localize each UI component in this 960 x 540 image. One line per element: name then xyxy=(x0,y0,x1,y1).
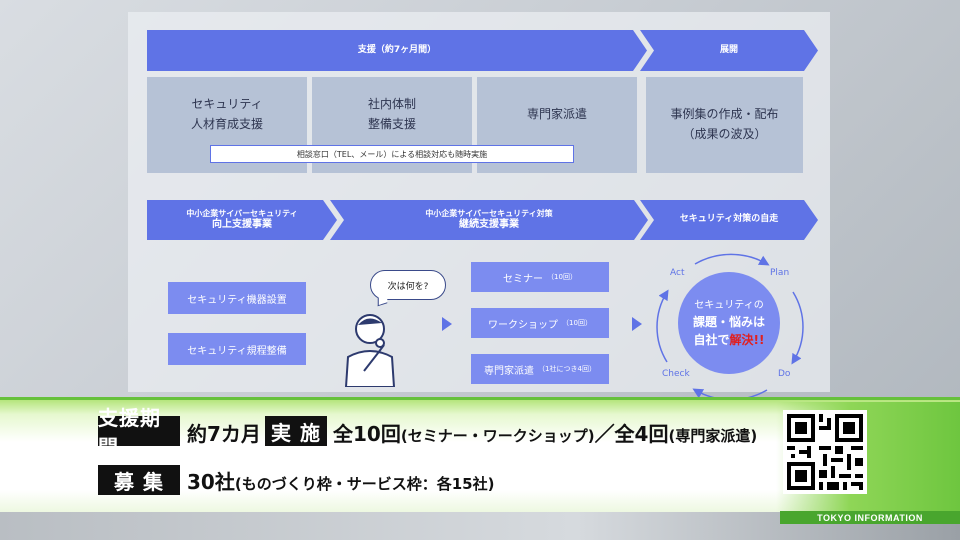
box-line: 事例集の作成・配布 xyxy=(670,107,779,122)
recruit-paren: (ものづくり枠・サービス枠：各15社) xyxy=(234,475,495,493)
qr-pattern xyxy=(783,410,867,494)
value-period: 約7カ月 xyxy=(187,422,261,446)
box-note: （1社につき4回） xyxy=(538,365,596,373)
thinking-person-icon xyxy=(344,314,396,387)
phase-support-arrow: 支援（約7ヶ月間） xyxy=(147,30,647,71)
box-line: 人材育成支援 xyxy=(190,117,263,131)
box-label: セミナー xyxy=(503,273,544,285)
exec-slash: ／全4回 xyxy=(594,422,669,446)
phase-big-label: 継続支援事業 xyxy=(458,218,519,230)
box-expert: 専門家派遣（1社につき4回） xyxy=(471,354,609,384)
phase-improvement-arrow: 中小企業サイバーセキュリティ向上支援事業 xyxy=(147,200,337,240)
pdca-line1: セキュリティの xyxy=(694,299,764,311)
exec-main1: 全10回 xyxy=(333,422,401,446)
box-security-device: セキュリティ機器設置 xyxy=(168,282,306,314)
phase-support-label: 支援（約7ヶ月間） xyxy=(357,44,437,55)
label-exec: 実 施 xyxy=(265,416,327,446)
exec-paren1: (セミナー・ワークショップ) xyxy=(400,427,595,445)
box-casebook: 事例集の作成・配布 （成果の波及） xyxy=(646,77,803,173)
exec-paren2: (専門家派遣) xyxy=(668,427,758,445)
box-line: 専門家派遣 xyxy=(526,107,587,122)
label-recruit: 募 集 xyxy=(98,465,180,495)
box-workshop: ワークショップ（10回） xyxy=(471,308,609,338)
recruit-main: 30社 xyxy=(187,470,235,494)
phase-deploy-arrow: 展開 xyxy=(640,30,818,71)
value-recruit: 30社(ものづくり枠・サービス枠：各15社) xyxy=(187,466,494,495)
box-label: ワークショップ xyxy=(488,319,559,331)
box-seminar: セミナー（10回） xyxy=(471,262,609,292)
arrow-right-icon xyxy=(632,317,642,331)
phase-selfrun-label: セキュリティ対策の自走 xyxy=(679,214,779,225)
arrow-right-icon xyxy=(442,317,452,331)
box-note: （10回） xyxy=(547,273,577,281)
box-note: （10回） xyxy=(562,319,592,327)
qr-code-icon[interactable] xyxy=(783,410,867,494)
phase-big-label: 向上支援事業 xyxy=(211,218,272,230)
phase-continuation-arrow: 中小企業サイバーセキュリティ対策継続支援事業 xyxy=(330,200,648,240)
box-line: 整備支援 xyxy=(367,117,416,131)
tokyo-information-tag: TOKYO INFORMATION xyxy=(780,511,960,524)
phase-selfrun-arrow: セキュリティ対策の自走 xyxy=(640,200,818,240)
phase-small-label: 中小企業サイバーセキュリティ対策 xyxy=(425,208,553,218)
pdca-do: Do xyxy=(778,369,791,379)
consult-bar: 相談窓口（TEL、メール）による相談対応も随時実施 xyxy=(210,145,574,163)
value-exec: 全10回(セミナー・ワークショップ)／全4回(専門家派遣) xyxy=(333,418,757,447)
box-line: セキュリティ xyxy=(191,97,263,112)
pdca-line2: 課題・悩みは xyxy=(692,314,765,329)
box-label: 専門家派遣 xyxy=(484,365,535,377)
pdca-act: Act xyxy=(670,268,685,278)
pdca-line3b: 解決!! xyxy=(729,332,765,347)
pdca-center: セキュリティの 課題・悩みは 自社で解決!! xyxy=(678,272,780,374)
pdca-check: Check xyxy=(662,369,690,379)
pdca-plan: Plan xyxy=(770,268,790,278)
box-line: （成果の波及） xyxy=(682,127,767,141)
phase-small-label: 中小企業サイバーセキュリティ xyxy=(186,208,298,218)
phase-deploy-label: 展開 xyxy=(719,44,738,55)
label-period: 支援期間 xyxy=(98,406,180,459)
pdca-line3: 自社で解決!! xyxy=(694,331,765,349)
box-line: 社内体制 xyxy=(367,97,416,112)
pdca-line3a: 自社で xyxy=(693,332,730,347)
box-security-rules: セキュリティ規程整備 xyxy=(168,333,306,365)
